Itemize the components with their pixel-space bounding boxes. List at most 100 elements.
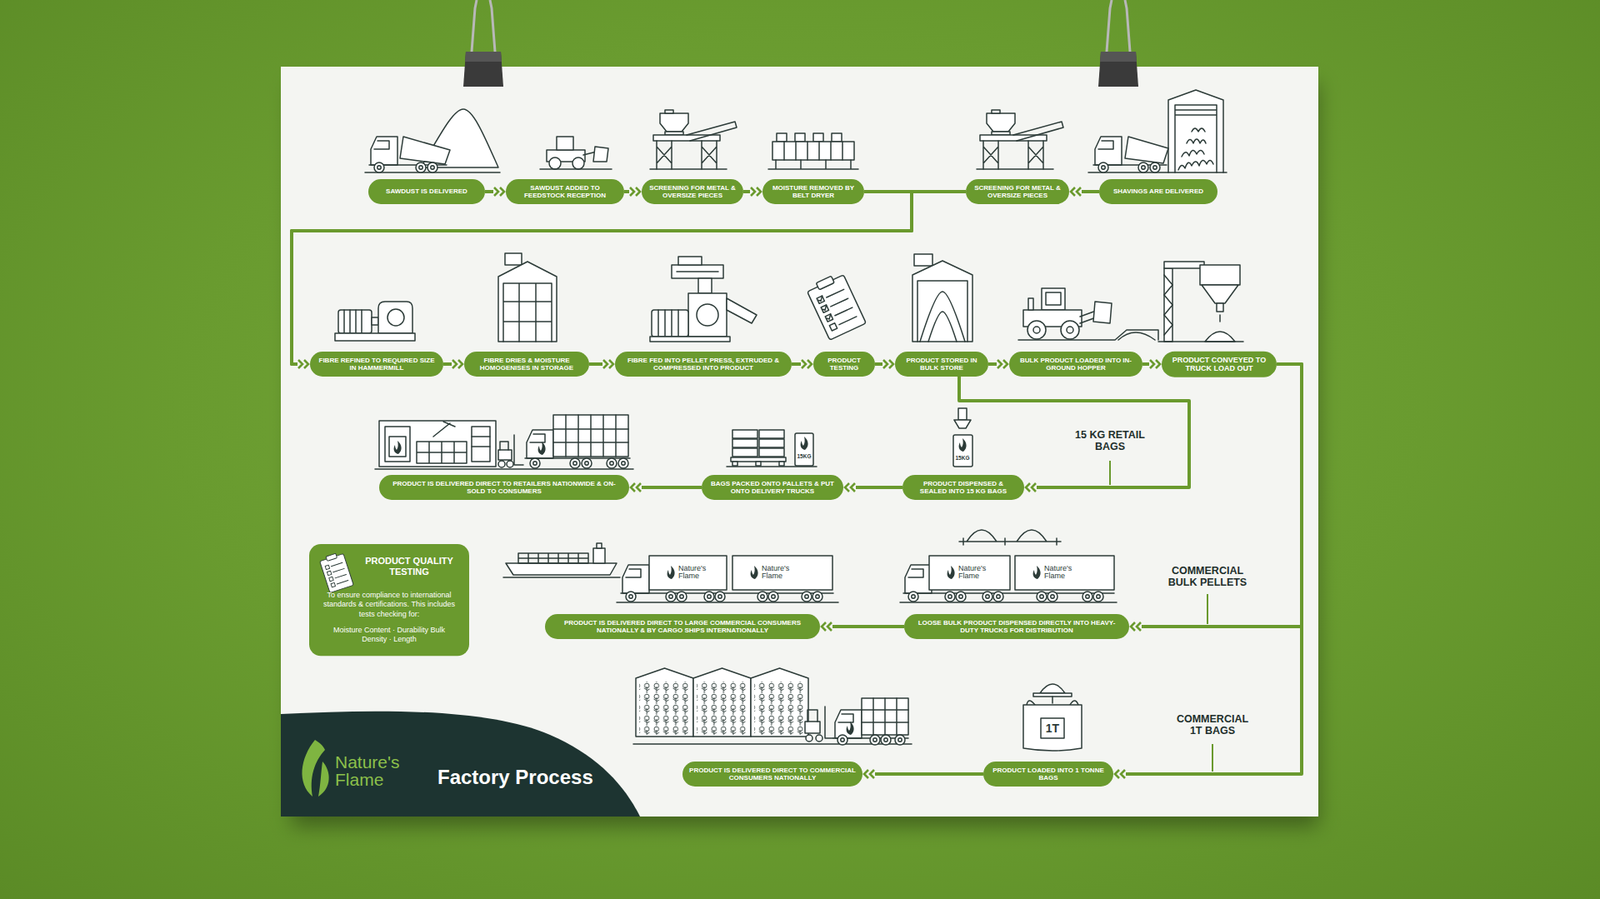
pallet-icon bbox=[732, 439, 758, 448]
pellet-press-icon bbox=[688, 293, 727, 337]
greenhouse-icon bbox=[633, 668, 912, 745]
step-text: PRODUCT STORED IN BULK STORE bbox=[901, 356, 982, 372]
bulk-truck-icon bbox=[616, 555, 839, 603]
hopper-loader-icon bbox=[1027, 320, 1046, 340]
panel-list: Moisture Content · Durability Bulk Densi… bbox=[326, 625, 452, 645]
retail-store-icon bbox=[416, 421, 467, 464]
pellet-press-icon bbox=[651, 310, 689, 337]
bulk-truck-icon bbox=[900, 530, 1117, 603]
clipboard-icon bbox=[320, 554, 355, 594]
pellet-press-icon bbox=[650, 336, 730, 342]
shavings-shed-icon bbox=[1168, 90, 1224, 173]
clipboard-icon bbox=[815, 275, 835, 290]
process-box: BULK PRODUCT LOADED INTO IN-GROUND HOPPE… bbox=[1009, 351, 1143, 377]
conveyor-icon bbox=[1201, 285, 1239, 304]
step-text: PRODUCT IS DELIVERED DIRECT TO COMMERCIA… bbox=[689, 766, 856, 782]
clipboard-icon bbox=[817, 295, 833, 320]
flow-arrow bbox=[624, 190, 642, 194]
screener-icon bbox=[650, 110, 737, 170]
conveyor-icon bbox=[1219, 315, 1221, 322]
conveyor-icon bbox=[1164, 275, 1173, 335]
bulk-truck-icon bbox=[768, 591, 779, 602]
pallet-icon bbox=[759, 448, 785, 457]
bulk-truck-icon bbox=[908, 591, 919, 602]
flow-arrow bbox=[743, 190, 763, 194]
sawdust-truck-icon bbox=[374, 162, 385, 173]
step-text: SAWDUST ADDED TO FEEDSTOCK RECEPTION bbox=[512, 184, 618, 200]
pellet-press-icon bbox=[676, 270, 719, 273]
hopper-loader-icon bbox=[1093, 301, 1112, 324]
hopper-loader-icon bbox=[1041, 288, 1065, 310]
belt-dryer-icon bbox=[772, 141, 855, 160]
belt-dryer-icon bbox=[768, 160, 859, 170]
shavings-shed-icon bbox=[1088, 90, 1227, 173]
process-box: PRODUCT CONVEYED TO TRUCK LOAD OUT bbox=[1161, 351, 1277, 378]
hammermill-icon bbox=[371, 317, 379, 325]
bulk-truck-icon bbox=[1093, 591, 1104, 602]
cargo-ship-icon bbox=[505, 563, 617, 575]
binder-clip bbox=[1100, 51, 1137, 62]
conveyor-icon bbox=[1216, 303, 1224, 312]
greenhouse-icon bbox=[639, 681, 690, 735]
bag-dispenser-icon bbox=[953, 435, 973, 467]
flow-arrow bbox=[988, 362, 1010, 366]
greenhouse-icon bbox=[895, 735, 905, 745]
pallet-icon bbox=[779, 461, 785, 466]
flow-arrow bbox=[1069, 190, 1100, 194]
process-box: PRODUCT STORED IN BULK STORE bbox=[895, 351, 989, 377]
belt-dryer-icon bbox=[784, 141, 843, 160]
cargo-ship-icon bbox=[518, 553, 589, 564]
conveyor-icon bbox=[1205, 331, 1235, 342]
conveyor-icon bbox=[1164, 261, 1205, 269]
process-box: PRODUCT TESTING bbox=[813, 351, 875, 377]
storage-building-icon bbox=[505, 253, 522, 265]
process-box: FIBRE FED INTO PELLET PRESS, EXTRUDED & … bbox=[615, 351, 792, 377]
belt-dryer-icon bbox=[768, 133, 859, 170]
clipboard-icon bbox=[325, 560, 349, 588]
clipboard-icon bbox=[805, 270, 867, 340]
panel-heading: PRODUCT QUALITY TESTING bbox=[317, 555, 461, 585]
process-box: PRODUCT IS DELIVERED DIRECT TO LARGE COM… bbox=[545, 614, 820, 640]
pallet-icon bbox=[726, 430, 817, 467]
flow-arrow bbox=[1113, 364, 1302, 775]
bulk-truck-icon bbox=[905, 565, 932, 594]
bulk-truck-icon bbox=[1047, 591, 1058, 602]
sawdust-truck-icon bbox=[427, 162, 438, 173]
poster-sheet bbox=[280, 66, 1319, 817]
pallet-icon bbox=[759, 430, 785, 439]
bulk-truck-icon bbox=[945, 591, 955, 602]
process-box: SCREENING FOR METAL & OVERSIZE PIECES bbox=[965, 179, 1070, 205]
pallet-icon bbox=[755, 461, 761, 466]
loader-icon bbox=[572, 157, 585, 170]
retail-store-icon bbox=[530, 458, 540, 469]
panel-background bbox=[309, 544, 470, 656]
loader-icon bbox=[540, 136, 612, 170]
truck-text: Nature's Flame bbox=[678, 565, 720, 580]
tonne-bag-icon bbox=[1026, 696, 1079, 705]
bulk-truck-icon bbox=[812, 591, 823, 602]
bulk-truck-icon bbox=[1033, 565, 1041, 580]
step-text: SAWDUST IS DELIVERED bbox=[375, 187, 479, 195]
retail-store-icon bbox=[375, 415, 634, 470]
retail-store-icon bbox=[471, 426, 490, 462]
pellet-press-icon bbox=[698, 278, 712, 294]
storage-building-icon bbox=[498, 253, 557, 342]
pallet-icon bbox=[795, 433, 814, 466]
bulk-truck-icon bbox=[732, 555, 833, 590]
greenhouse-icon bbox=[754, 681, 805, 735]
process-box: SHAVINGS ARE DELIVERED bbox=[1099, 179, 1218, 205]
bulk-truck-icon bbox=[959, 530, 1061, 545]
conveyor-icon bbox=[1158, 261, 1244, 342]
loader-icon bbox=[593, 146, 609, 162]
greenhouse-icon bbox=[870, 735, 880, 745]
pallet-icon bbox=[732, 461, 738, 466]
process-box: SAWDUST IS DELIVERED bbox=[368, 179, 485, 205]
bulk-truck-icon bbox=[757, 591, 768, 602]
bulk-truck-icon bbox=[649, 555, 727, 590]
panel-body: To ensure compliance to international st… bbox=[317, 590, 461, 620]
step-text: SCREENING FOR METAL & OVERSIZE PIECES bbox=[972, 184, 1063, 200]
pellet-press-icon bbox=[671, 265, 724, 279]
retail-store-icon bbox=[471, 436, 490, 447]
process-box: LOOSE BULK PRODUCT DISPENSED DIRECTLY IN… bbox=[904, 614, 1130, 640]
